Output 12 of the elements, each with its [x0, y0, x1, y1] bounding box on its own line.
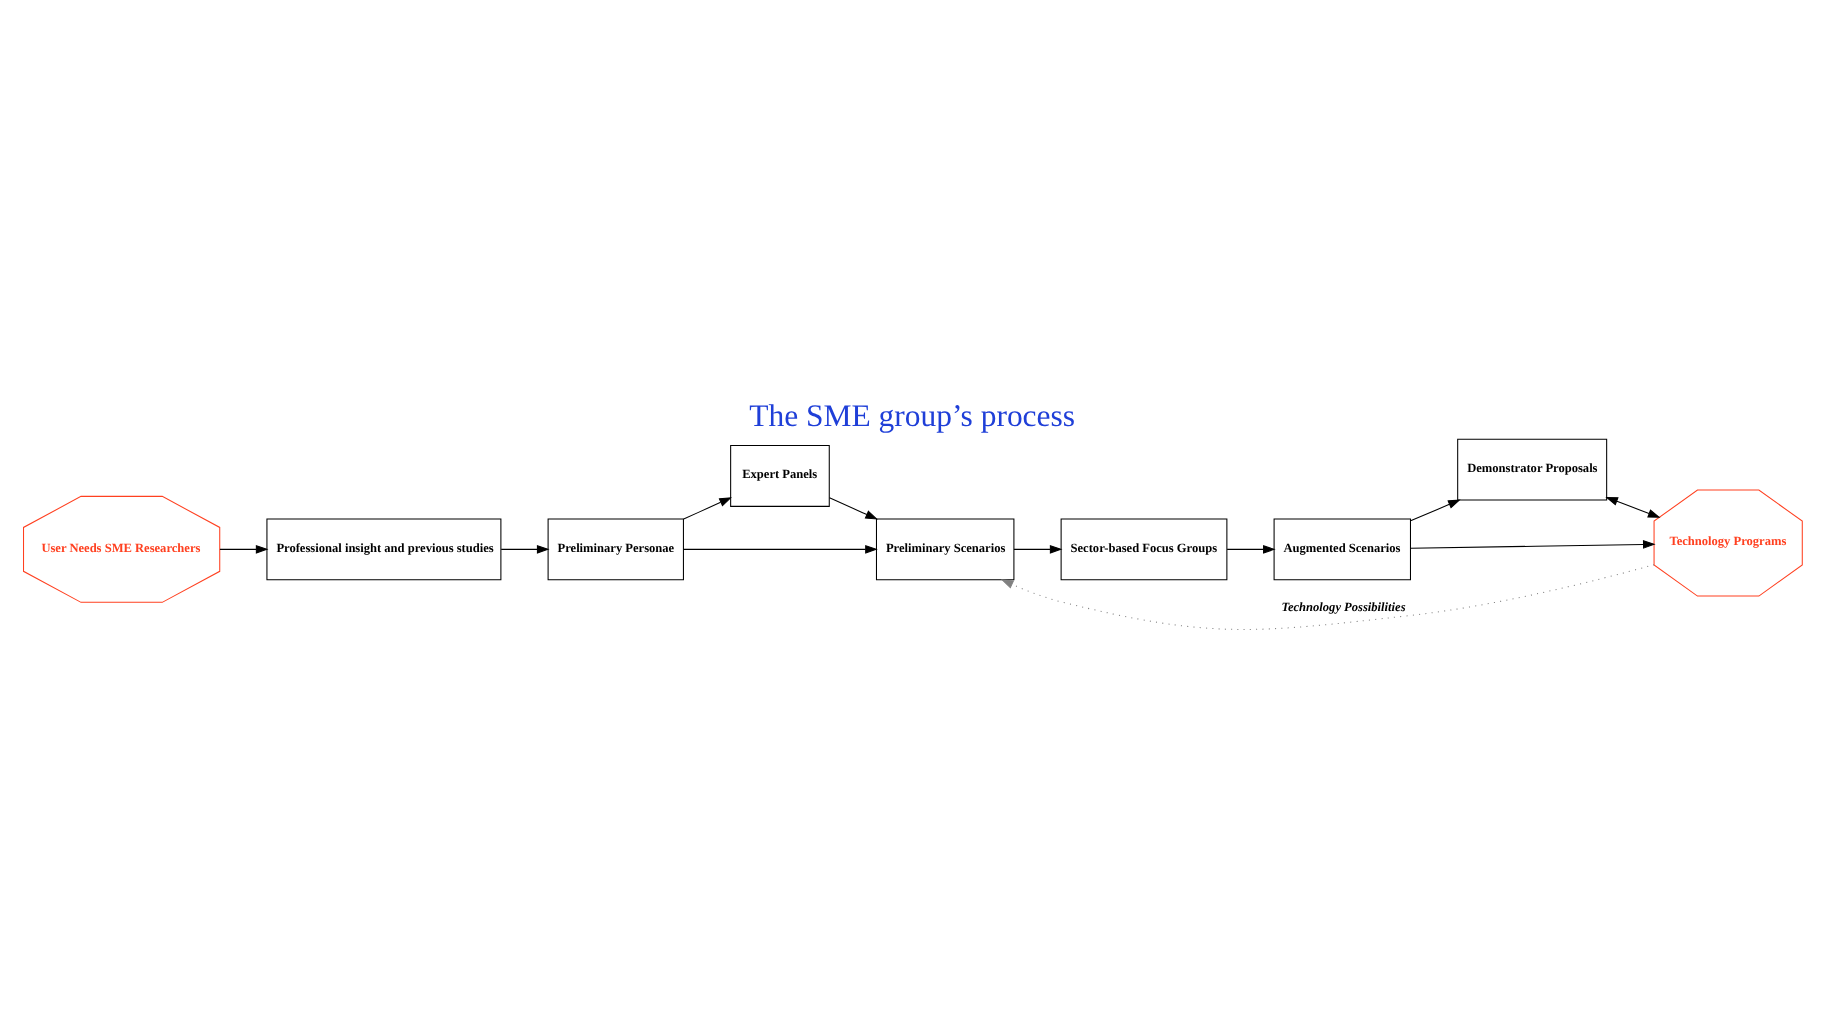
arrow — [1013, 543, 1063, 553]
arrow — [1000, 563, 1655, 629]
arrow — [1605, 495, 1661, 517]
diagram-title: The SME group’s process — [749, 398, 1076, 433]
arrow — [500, 543, 550, 553]
arrow — [219, 543, 269, 553]
arrow — [682, 543, 878, 553]
arrow — [829, 496, 878, 519]
arrow — [1226, 543, 1276, 553]
arrow — [1410, 498, 1461, 521]
arrow — [1410, 539, 1656, 548]
arrow — [683, 496, 732, 519]
